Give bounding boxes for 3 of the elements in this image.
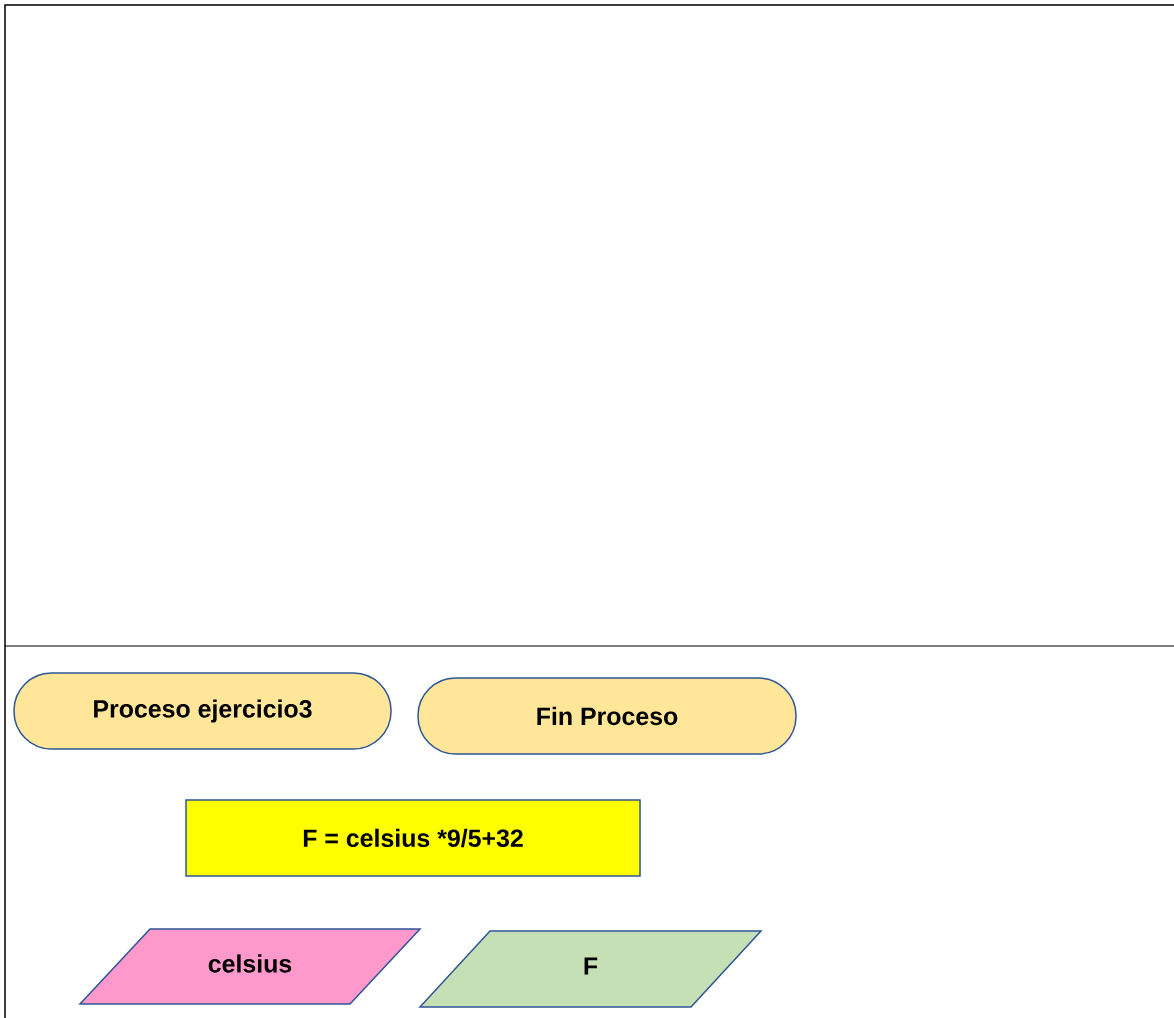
terminal-box: Proceso ejercicio3 <box>13 672 392 750</box>
terminal-box: Fin Proceso <box>417 677 797 755</box>
process-box: F = celsius *9/5+32 <box>185 799 641 877</box>
